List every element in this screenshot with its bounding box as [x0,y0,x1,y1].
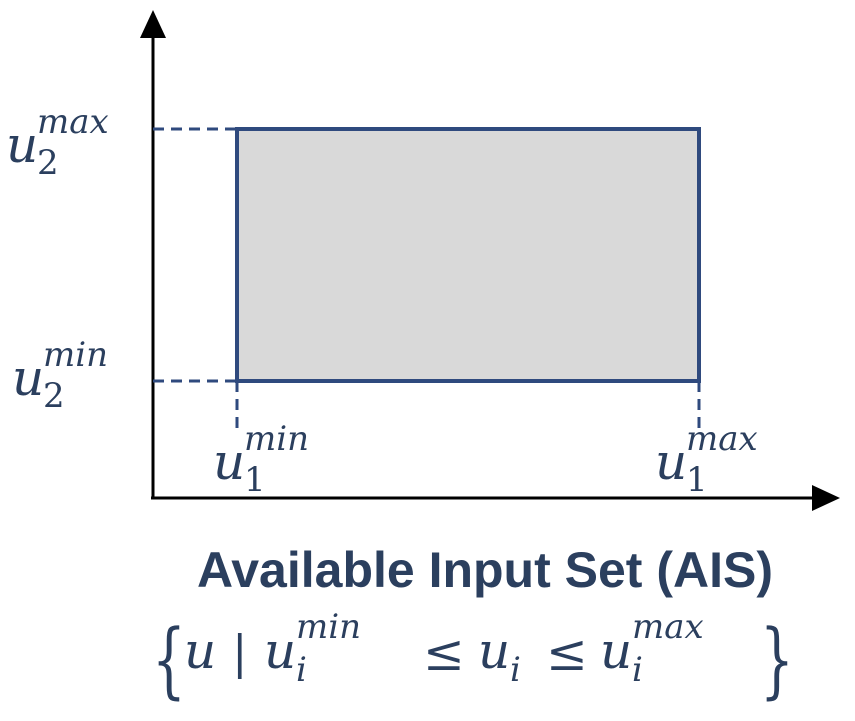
input-set-region [235,127,701,383]
set-u: u [184,622,216,680]
u1-max-base: u [655,433,687,491]
set-u-min-superscript: min [296,607,361,647]
axes [140,10,840,511]
diagram-title: Available Input Set (AIS) [197,542,773,598]
u2-max-base: u [6,116,38,174]
set-u-max-superscript: max [632,607,704,647]
y-axis-arrowhead [140,10,166,38]
u2-min-subscript: 2 [43,376,65,416]
u1-min-label: u 1 min [213,419,309,500]
dashed-guides [153,127,701,432]
set-separator: | [232,625,248,679]
u2-max-superscript: max [37,102,109,142]
set-open-brace: { [152,613,186,708]
set-notation: { u | u i min ≤ u i ≤ u i max } [152,607,794,708]
set-leq-1: ≤ [423,624,465,682]
u2-max-subscript: 2 [37,143,59,183]
u1-min-superscript: min [244,419,309,459]
set-u-max-subscript: i [632,650,643,690]
u1-max-subscript: 1 [686,460,708,500]
set-u-min-base: u [264,622,296,680]
set-u-i-subscript: i [510,650,521,690]
u1-max-label: u 1 max [655,419,758,500]
u2-min-label: u 2 min [12,335,108,416]
set-leq-2: ≤ [546,624,588,682]
set-u-min-subscript: i [296,650,307,690]
u1-max-superscript: max [686,419,758,459]
u1-min-subscript: 1 [244,460,266,500]
u1-min-base: u [213,433,245,491]
u2-min-base: u [12,349,44,407]
x-axis-arrowhead [812,485,840,511]
set-close-brace: } [760,613,794,708]
u2-min-superscript: min [43,335,108,375]
set-u-i-base: u [478,622,510,680]
u2-max-label: u 2 max [6,102,109,183]
set-u-max-base: u [600,622,632,680]
